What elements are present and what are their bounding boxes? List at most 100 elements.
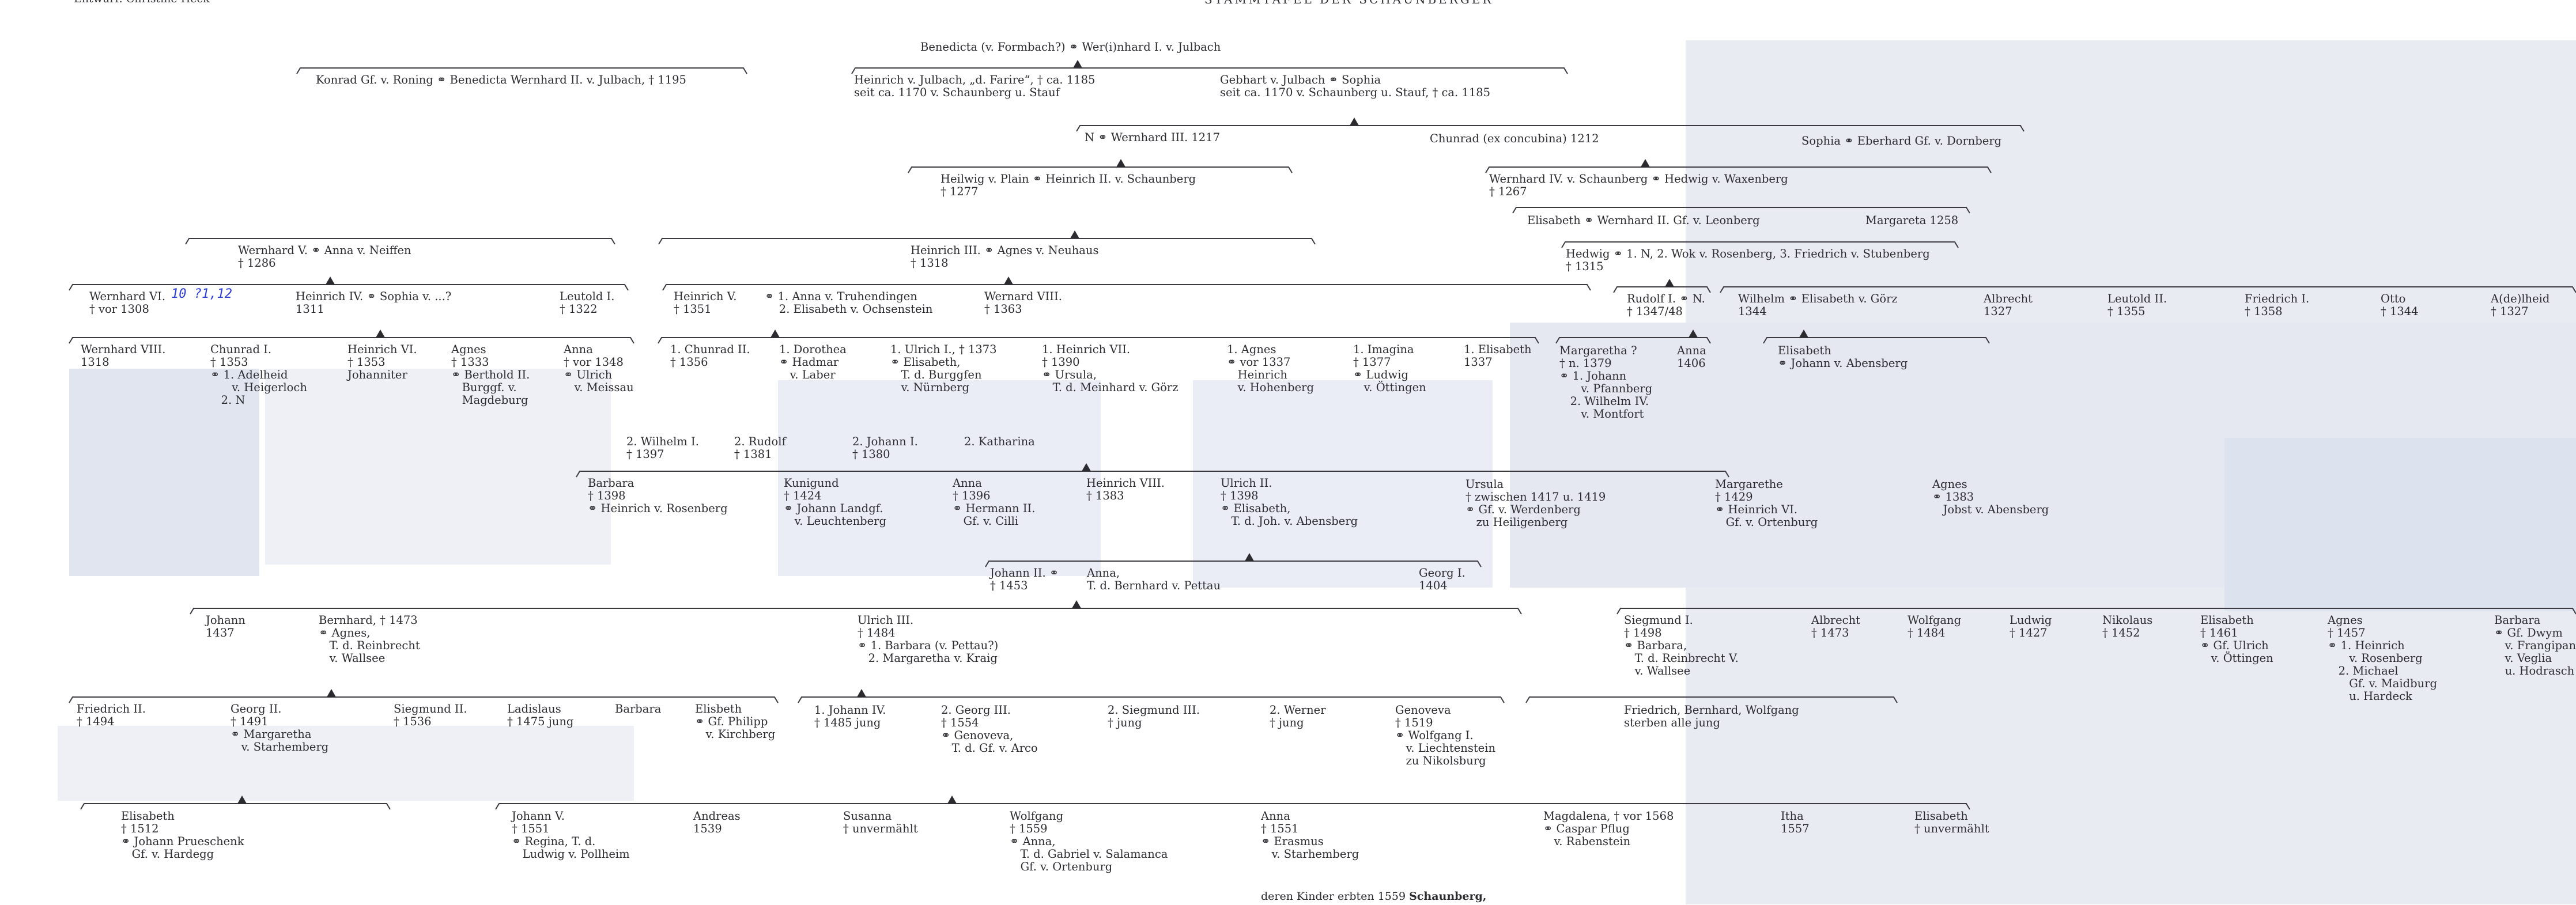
person-p45: 2. Johann I. † 1380 (852, 435, 918, 461)
person-p57: Georg I. 1404 (1419, 566, 1465, 592)
person-p52: Ursula † zwischen 1417 u. 1419 ⚭ Gf. v. … (1465, 478, 1606, 529)
descent-marker-14 (770, 330, 780, 338)
sibling-bracket-7 (658, 238, 1316, 245)
sibling-bracket-13 (69, 337, 634, 344)
person-p77: 2. Siegmund III. † jung (1108, 703, 1200, 729)
person-p27: A(de)lheid † 1327 (2491, 292, 2550, 318)
sibling-bracket-6 (185, 238, 615, 245)
person-p02: Konrad Gf. v. Roning ⚭ Benedicta Wernhar… (316, 73, 686, 86)
person-p18: Heinrich V. † 1351 (674, 290, 737, 316)
descent-marker-25 (947, 796, 957, 804)
sibling-bracket-20 (1616, 608, 2576, 615)
paper-shade-3 (265, 369, 611, 565)
sibling-bracket-2 (1076, 125, 2024, 132)
person-p65: Nikolaus † 1452 (2102, 614, 2153, 639)
footer-note-bold: Schaunberg, (1409, 890, 1487, 903)
person-p11: Margareta 1258 (1865, 214, 1959, 227)
descent-marker-10 (1004, 277, 1013, 285)
person-p51: Ulrich II. † 1398 ⚭ Elisabeth, T. d. Joh… (1221, 476, 1358, 528)
sibling-bracket-15 (1555, 337, 1711, 344)
sibling-bracket-22 (798, 696, 1505, 703)
person-p06: Chunrad (ex concubina) 1212 (1430, 132, 1599, 145)
person-p33: 1. Chunrad II. † 1356 (670, 343, 750, 369)
person-p75: 1. Johann IV. † 1485 jung (814, 703, 886, 729)
handwritten-annotation: 10 ?1,12 (171, 287, 232, 301)
person-p82: Johann V. † 1551 ⚭ Regina, T. d. Ludwig … (512, 809, 630, 861)
descent-marker-3 (1116, 159, 1125, 167)
sibling-bracket-11 (1613, 286, 1711, 293)
person-p67: Agnes † 1457 ⚭ 1. Heinrich v. Rosenberg … (2328, 614, 2437, 703)
person-p34: 1. Dorothea ⚭ Hadmar v. Laber (779, 343, 847, 381)
sibling-bracket-19 (190, 608, 1522, 615)
person-p35: 1. Ulrich I., † 1373 ⚭ Elisabeth, T. d. … (890, 343, 997, 394)
person-p86: Anna † 1551 ⚭ Erasmus v. Starhemberg (1261, 809, 1359, 861)
descent-marker-12 (1665, 279, 1674, 287)
person-p03: Heinrich v. Julbach, „d. Farire“, † ca. … (854, 73, 1096, 99)
person-p12: Wernhard V. ⚭ Anna v. Neiffen † 1286 (238, 244, 411, 270)
descent-marker-22 (857, 689, 866, 697)
person-p54: Agnes ⚭ 1383 Jobst v. Abensberg (1932, 478, 2049, 516)
person-p22: Wilhelm ⚭ Elisabeth v. Görz 1344 (1738, 292, 1898, 318)
person-p13: Heinrich III. ⚭ Agnes v. Neuhaus † 1318 (911, 244, 1099, 270)
person-p83: Andreas 1539 (693, 809, 741, 835)
person-p71: Siegmund II. † 1536 (394, 702, 467, 728)
person-p20: Wernard VIII. † 1363 (984, 290, 1062, 316)
sibling-bracket-23 (1525, 696, 1898, 703)
person-p56: Anna, T. d. Bernhard v. Pettau (1087, 566, 1221, 592)
person-p24: Leutold II. † 1355 (2107, 292, 2167, 318)
sibling-bracket-16 (1763, 337, 1990, 344)
descent-marker-24 (237, 796, 247, 804)
person-p41: Anna 1406 (1677, 344, 1706, 370)
person-p30: Heinrich VI. † 1353 Johanniter (348, 343, 417, 381)
person-p01: Benedicta (v. Formbach?) ⚭ Wer(i)nhard I… (920, 40, 1221, 54)
person-p66: Elisabeth † 1461 ⚭ Gf. Ulrich v. Öttinge… (2200, 614, 2273, 665)
descent-marker-2 (1350, 118, 1359, 126)
sibling-bracket-4 (1485, 166, 1992, 173)
person-p64: Ludwig † 1427 (2010, 614, 2052, 639)
person-p85: Wolfgang † 1559 ⚭ Anna, T. d. Gabriel v.… (1010, 809, 1168, 873)
person-p39: 1. Elisabeth 1337 (1464, 343, 1532, 369)
person-p78: 2. Werner † jung (1270, 703, 1326, 729)
person-p44: 2. Rudolf † 1381 (734, 435, 786, 461)
footer-note-lead: deren Kinder erbten 1559 (1261, 890, 1410, 903)
person-p84: Susanna † unvermählt (843, 809, 918, 835)
person-p17: Leutold I. † 1322 (560, 290, 615, 316)
author-credit: Entwurf: Christine Heck (74, 0, 210, 5)
sibling-bracket-18 (985, 561, 1482, 567)
person-p16: Heinrich IV. ⚭ Sophia v. ...? 1311 (296, 290, 452, 316)
person-p62: Albrecht † 1473 (1811, 614, 1860, 639)
sibling-bracket-10 (662, 284, 1591, 291)
person-p58: Johann 1437 (206, 614, 245, 639)
person-p73: Barbara (615, 702, 662, 715)
person-p47: Barbara † 1398 ⚭ Heinrich v. Rosenberg (588, 476, 728, 515)
person-p49: Anna † 1396 ⚭ Hermann II. Gf. v. Cilli (953, 476, 1036, 528)
descent-marker-21 (327, 689, 336, 697)
person-p88: Itha 1557 (1781, 809, 1810, 835)
sibling-bracket-9 (69, 284, 629, 291)
person-p43: 2. Wilhelm I. † 1397 (626, 435, 699, 461)
sibling-bracket-0 (296, 67, 747, 74)
descent-marker-17 (1082, 463, 1091, 471)
person-p32: Anna † vor 1348 ⚭ Ulrich v. Meissau (564, 343, 634, 394)
person-p07: Sophia ⚭ Eberhard Gf. v. Dornberg (1801, 134, 2002, 147)
sibling-bracket-1 (851, 67, 1568, 74)
person-p10: Elisabeth ⚭ Wernhard II. Gf. v. Leonberg (1527, 214, 1760, 227)
person-p87: Magdalena, † vor 1568 ⚭ Caspar Pflug v. … (1543, 809, 1674, 848)
person-p04: Gebhart v. Julbach ⚭ Sophia seit ca. 117… (1220, 73, 1491, 99)
person-p36: 1. Heinrich VII. † 1390 ⚭ Ursula, T. d. … (1042, 343, 1179, 394)
descent-marker-9 (326, 277, 335, 285)
paper-shade-8 (58, 726, 634, 801)
sibling-bracket-25 (495, 803, 1970, 810)
descent-marker-0 (1073, 60, 1082, 68)
descent-marker-15 (1689, 330, 1698, 338)
person-p55: Johann II. ⚭ † 1453 (990, 566, 1059, 592)
person-p53: Margarethe † 1429 ⚭ Heinrich VI. Gf. v. … (1715, 478, 1818, 529)
paper-shade-4 (778, 380, 1101, 576)
descent-marker-13 (376, 330, 385, 338)
person-p61: Siegmund I. † 1498 ⚭ Barbara, T. d. Rein… (1624, 614, 1739, 677)
person-p15: Wernhard VI. † vor 1308 (89, 290, 166, 316)
person-p80: Friedrich, Bernhard, Wolfgang sterben al… (1624, 703, 1799, 729)
person-p05: N ⚭ Wernhard III. 1217 (1085, 131, 1220, 144)
